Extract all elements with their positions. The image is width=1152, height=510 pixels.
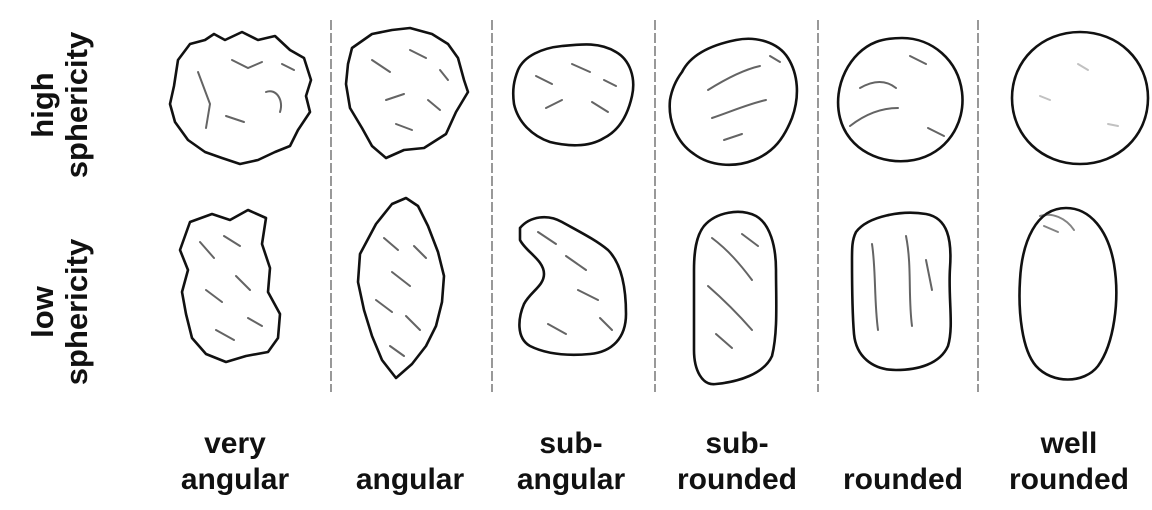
grain-very-angular-low-sphericity [180, 210, 280, 362]
grain-rounded-high-sphericity [838, 38, 962, 161]
grain-well-rounded-low-sphericity [1020, 208, 1117, 380]
column-label-line: well [994, 426, 1144, 462]
column-label-line: rounded [994, 462, 1144, 498]
grain-angular-low-sphericity [358, 198, 444, 378]
grain-subrounded-high-sphericity [670, 39, 797, 165]
column-label-line: angular [160, 462, 310, 498]
column-label-very-angular: very angular [160, 426, 310, 498]
row-label-line: high [26, 5, 60, 205]
column-label-rounded: rounded [828, 426, 978, 498]
grain-subangular-low-sphericity [519, 217, 626, 355]
grain-angular-high-sphericity [346, 28, 468, 158]
row-label-high-sphericity: high sphericity [26, 5, 94, 205]
grain-very-angular-high-sphericity [170, 32, 311, 164]
column-label-line: sub- [662, 426, 812, 462]
column-label-line: sub- [496, 426, 646, 462]
column-label-subrounded: sub- rounded [662, 426, 812, 498]
row-label-line: sphericity [60, 212, 94, 412]
column-label-line: rounded [828, 462, 978, 498]
row-label-line: low [26, 212, 60, 412]
column-label-line [335, 426, 485, 462]
column-label-angular: angular [335, 426, 485, 498]
grain-subrounded-low-sphericity [694, 212, 776, 384]
row-label-line: sphericity [60, 5, 94, 205]
grain-subangular-high-sphericity [513, 44, 633, 145]
column-label-line: angular [335, 462, 485, 498]
row-label-low-sphericity: low sphericity [26, 212, 94, 412]
column-label-line: very [160, 426, 310, 462]
grain-well-rounded-high-sphericity [1012, 32, 1148, 164]
grain-rounded-low-sphericity [852, 213, 951, 370]
column-label-subangular: sub- angular [496, 426, 646, 498]
column-label-well-rounded: well rounded [994, 426, 1144, 498]
column-label-line: angular [496, 462, 646, 498]
column-label-line [828, 426, 978, 462]
column-label-line: rounded [662, 462, 812, 498]
